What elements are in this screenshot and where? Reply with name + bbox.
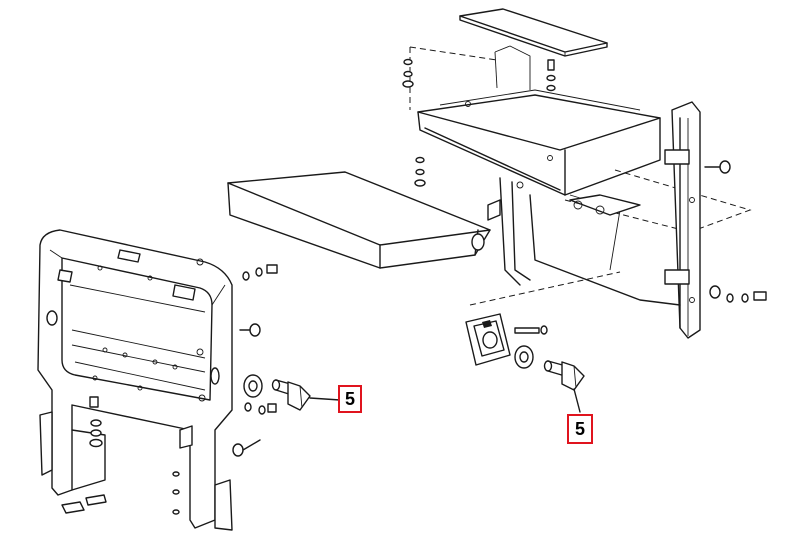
- top-cover-plate: [459, 8, 608, 57]
- part-5-left-assembly: [243, 374, 341, 411]
- middle-shelf-plate: [227, 171, 491, 269]
- upper-tray: [402, 45, 767, 339]
- latch-bracket: [465, 313, 548, 366]
- callout-part-5-right: 5: [567, 414, 593, 444]
- callout-label: 5: [574, 418, 585, 439]
- callout-part-5-left: 5: [338, 385, 362, 413]
- callout-label: 5: [344, 388, 355, 409]
- left-frame: [37, 229, 233, 531]
- left-hardware: [232, 264, 278, 457]
- part-5-right-assembly: [514, 345, 585, 413]
